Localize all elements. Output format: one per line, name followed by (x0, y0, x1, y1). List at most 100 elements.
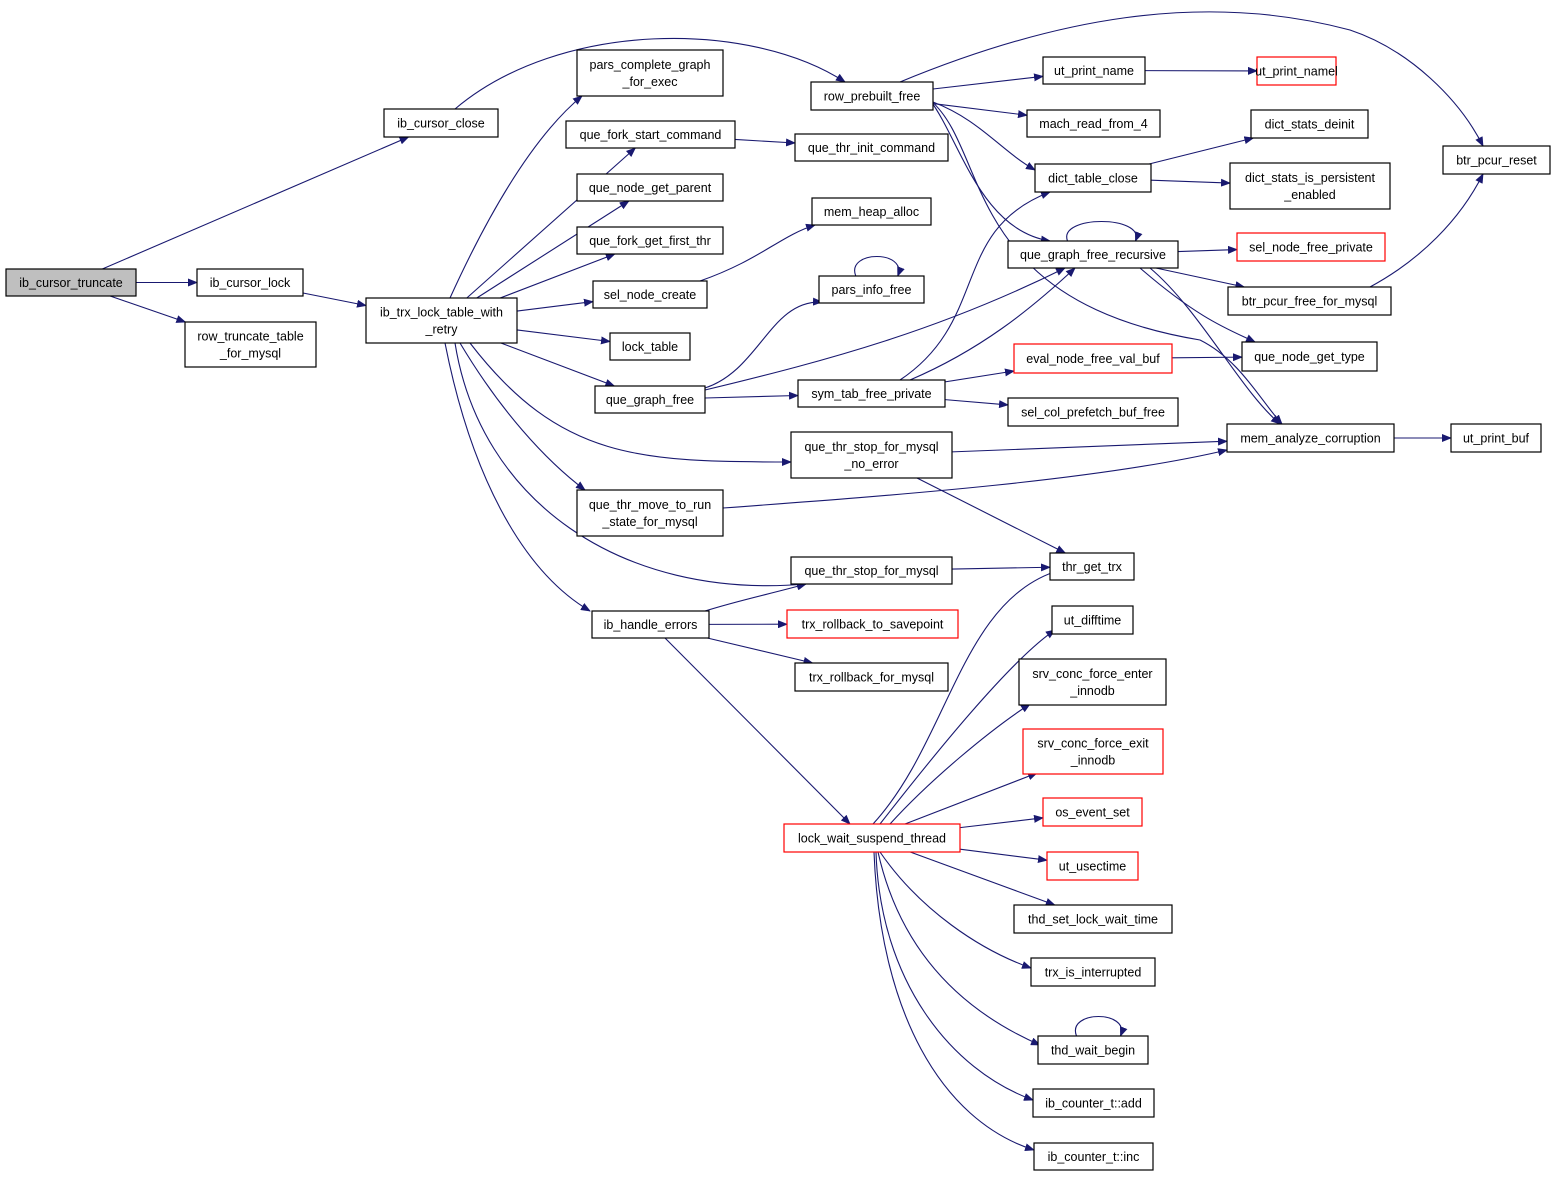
node-box[interactable] (1051, 605, 1134, 635)
node-box[interactable] (5, 268, 137, 297)
node-box[interactable] (365, 297, 518, 344)
node-box[interactable] (1442, 145, 1551, 175)
node-box[interactable] (1049, 552, 1135, 581)
node-box[interactable] (797, 379, 946, 408)
node-box[interactable] (1013, 343, 1173, 374)
node-ut-difftime[interactable]: ut_difftime (1051, 605, 1134, 635)
node-que-thr-init[interactable]: que_thr_init_command (794, 133, 949, 162)
node-box[interactable] (790, 431, 953, 479)
node-box[interactable] (1042, 797, 1143, 827)
node-row-prebuilt-free[interactable]: row_prebuilt_free (810, 81, 934, 111)
node-box[interactable] (576, 489, 724, 537)
node-box[interactable] (1030, 957, 1156, 987)
node-sym-tab-free[interactable]: sym_tab_free_private (797, 379, 946, 408)
node-que-fork-first[interactable]: que_fork_get_first_thr (576, 226, 724, 255)
node-row-truncate[interactable]: row_truncate_table_for_mysql (184, 321, 317, 368)
node-ut-usectime[interactable]: ut_usectime (1046, 851, 1139, 881)
node-thd-set-lock[interactable]: thd_set_lock_wait_time (1013, 904, 1173, 934)
node-box[interactable] (794, 662, 949, 692)
node-que-graph-free-rec[interactable]: que_graph_free_recursive (1007, 240, 1179, 269)
node-box[interactable] (1013, 904, 1173, 934)
node-trx-lock[interactable]: ib_trx_lock_table_with_retry (365, 297, 518, 344)
node-box[interactable] (794, 133, 949, 162)
node-box[interactable] (196, 268, 304, 297)
node-ut-print-namel[interactable]: ut_print_namel (1255, 56, 1338, 86)
node-dict-table-close[interactable]: dict_table_close (1034, 163, 1152, 193)
node-que-thr-stop-noerr[interactable]: que_thr_stop_for_mysql_no_error (790, 431, 953, 479)
node-counter-add[interactable]: ib_counter_t::add (1032, 1088, 1155, 1118)
node-cursor-lock[interactable]: ib_cursor_lock (196, 268, 304, 297)
node-dict-stats-persist[interactable]: dict_stats_is_persistent_enabled (1229, 162, 1391, 210)
node-box[interactable] (811, 197, 932, 226)
node-mach-read[interactable]: mach_read_from_4 (1026, 109, 1161, 138)
node-box[interactable] (818, 275, 925, 304)
node-btr-pcur-free[interactable]: btr_pcur_free_for_mysql (1227, 286, 1392, 316)
node-box[interactable] (790, 556, 953, 585)
node-box[interactable] (1236, 232, 1386, 262)
node-que-node-parent[interactable]: que_node_get_parent (576, 173, 724, 202)
node-box[interactable] (1007, 240, 1179, 269)
node-trx-rollback-sp[interactable]: trx_rollback_to_savepoint (786, 609, 959, 639)
node-pars-complete[interactable]: pars_complete_graph_for_exec (576, 49, 724, 97)
node-que-thr-move[interactable]: que_thr_move_to_run_state_for_mysql (576, 489, 724, 537)
node-box[interactable] (1256, 56, 1337, 86)
node-que-graph-free[interactable]: que_graph_free (594, 385, 706, 414)
node-eval-node-free[interactable]: eval_node_free_val_buf (1013, 343, 1173, 374)
node-box[interactable] (594, 385, 706, 414)
node-dict-stats-deinit[interactable]: dict_stats_deinit (1250, 109, 1369, 139)
node-sel-node-free[interactable]: sel_node_free_private (1236, 232, 1386, 262)
node-que-thr-stop[interactable]: que_thr_stop_for_mysql (790, 556, 953, 585)
node-box[interactable] (576, 49, 724, 97)
node-box[interactable] (810, 81, 934, 111)
node-box[interactable] (1007, 397, 1179, 427)
node-box[interactable] (1229, 162, 1391, 210)
node-lock-table[interactable]: lock_table (609, 332, 691, 361)
node-box[interactable] (783, 823, 961, 853)
node-cursor-truncate[interactable]: ib_cursor_truncate (5, 268, 137, 297)
node-box[interactable] (1042, 56, 1146, 85)
node-box[interactable] (1018, 658, 1167, 706)
node-box[interactable] (592, 280, 708, 309)
node-box[interactable] (1034, 163, 1152, 193)
node-box[interactable] (1046, 851, 1139, 881)
node-srv-enter[interactable]: srv_conc_force_enter_innodb (1018, 658, 1167, 706)
node-box[interactable] (576, 226, 724, 255)
node-sel-node-create[interactable]: sel_node_create (592, 280, 708, 309)
node-box[interactable] (1250, 109, 1369, 139)
node-box[interactable] (1241, 341, 1378, 372)
node-mem-analyze[interactable]: mem_analyze_corruption (1226, 423, 1395, 453)
node-box[interactable] (1032, 1088, 1155, 1118)
node-box[interactable] (565, 120, 736, 149)
node-que-node-type[interactable]: que_node_get_type (1241, 341, 1378, 372)
node-box[interactable] (609, 332, 691, 361)
node-srv-exit[interactable]: srv_conc_force_exit_innodb (1022, 728, 1164, 775)
node-box[interactable] (1227, 286, 1392, 316)
node-box[interactable] (1033, 1142, 1154, 1171)
node-box[interactable] (1026, 109, 1161, 138)
node-box[interactable] (576, 173, 724, 202)
node-os-event-set[interactable]: os_event_set (1042, 797, 1143, 827)
node-ut-print-buf[interactable]: ut_print_buf (1450, 423, 1542, 453)
node-box[interactable] (591, 610, 710, 639)
node-btr-pcur-reset[interactable]: btr_pcur_reset (1442, 145, 1551, 175)
node-box[interactable] (786, 609, 959, 639)
node-counter-inc[interactable]: ib_counter_t::inc (1033, 1142, 1154, 1171)
node-trx-is-interrupted[interactable]: trx_is_interrupted (1030, 957, 1156, 987)
node-sel-col-prefetch[interactable]: sel_col_prefetch_buf_free (1007, 397, 1179, 427)
node-box[interactable] (1022, 728, 1164, 775)
node-box[interactable] (184, 321, 317, 368)
node-cursor-close[interactable]: ib_cursor_close (383, 108, 499, 138)
node-thd-wait-begin[interactable]: thd_wait_begin (1037, 1035, 1149, 1065)
node-que-fork-start[interactable]: que_fork_start_command (565, 120, 736, 149)
node-trx-rollback-mysql[interactable]: trx_rollback_for_mysql (794, 662, 949, 692)
node-mem-heap-alloc[interactable]: mem_heap_alloc (811, 197, 932, 226)
node-lock-wait[interactable]: lock_wait_suspend_thread (783, 823, 961, 853)
node-box[interactable] (1037, 1035, 1149, 1065)
node-box[interactable] (1226, 423, 1395, 453)
node-box[interactable] (1450, 423, 1542, 453)
node-ut-print-name[interactable]: ut_print_name (1042, 56, 1146, 85)
node-thr-get-trx[interactable]: thr_get_trx (1049, 552, 1135, 581)
node-ib-handle-errors[interactable]: ib_handle_errors (591, 610, 710, 639)
node-box[interactable] (383, 108, 499, 138)
node-pars-info-free[interactable]: pars_info_free (818, 275, 925, 304)
